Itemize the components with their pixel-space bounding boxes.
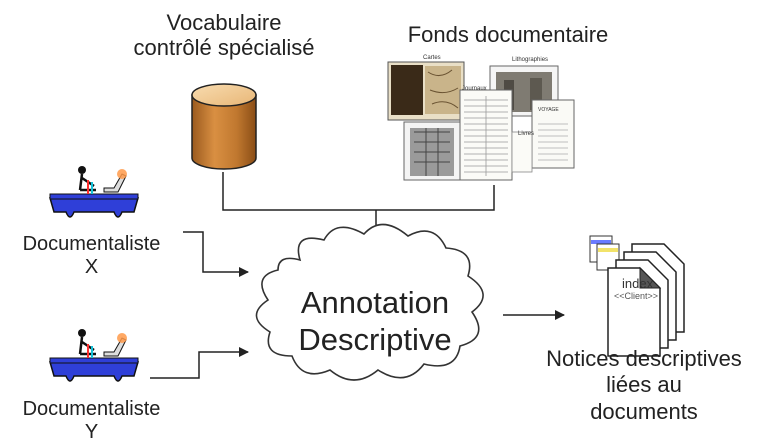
collage-label-journaux: Journaux	[462, 86, 487, 92]
notices-label-line3: documents	[590, 398, 698, 424]
notices-label-line2: liées au	[606, 372, 682, 398]
collage-label-lithographies: Lithographies	[512, 57, 549, 63]
document-client-label: <<Client>>	[614, 291, 659, 301]
collage-label-voyage: VOYAGE	[538, 107, 559, 113]
notices-label-line1: Notices descriptives	[546, 346, 742, 371]
vocabulary-label-line1: Vocabulaire	[166, 10, 282, 35]
arrow-documentalist-y	[150, 347, 249, 379]
documentalist-y-label-line2: Y	[84, 421, 99, 443]
collage-label-livres: Livres	[518, 131, 535, 137]
fonds-label: Fonds documentaire	[407, 22, 609, 47]
vocabulary-label-line2: contrôlé spécialisé	[133, 35, 315, 61]
documentalist-x-label: Documentaliste X	[4, 233, 179, 279]
input-connectors	[222, 172, 495, 237]
cylinder-icon	[191, 83, 257, 170]
documentalist-y-icon	[49, 329, 139, 382]
documentalist-y-label: Documentaliste Y	[4, 398, 179, 444]
documentalist-x-icon	[49, 166, 139, 218]
vocabulary-label: Vocabulaire contrôlé spécialisé	[108, 10, 340, 61]
document-stack-icon	[589, 235, 685, 357]
annotation-label-line1: Annotation	[300, 285, 450, 320]
document-index-label: index	[622, 276, 654, 291]
documentalist-y-label-line1: Documentaliste	[22, 398, 161, 420]
annotation-label-line2: Descriptive	[298, 322, 452, 358]
cloud-shape	[255, 223, 484, 381]
documentalist-x-label-line1: Documentaliste	[22, 233, 161, 255]
documentalist-x-label-line2: X	[84, 256, 99, 278]
arrow-documentalist-x	[183, 231, 249, 277]
document-collage	[387, 61, 575, 181]
collage-label-cartes: Cartes	[423, 55, 441, 61]
annotation-label: Annotation Descriptive	[270, 284, 480, 358]
notices-label: Notices descriptives liées au documents	[528, 346, 760, 425]
